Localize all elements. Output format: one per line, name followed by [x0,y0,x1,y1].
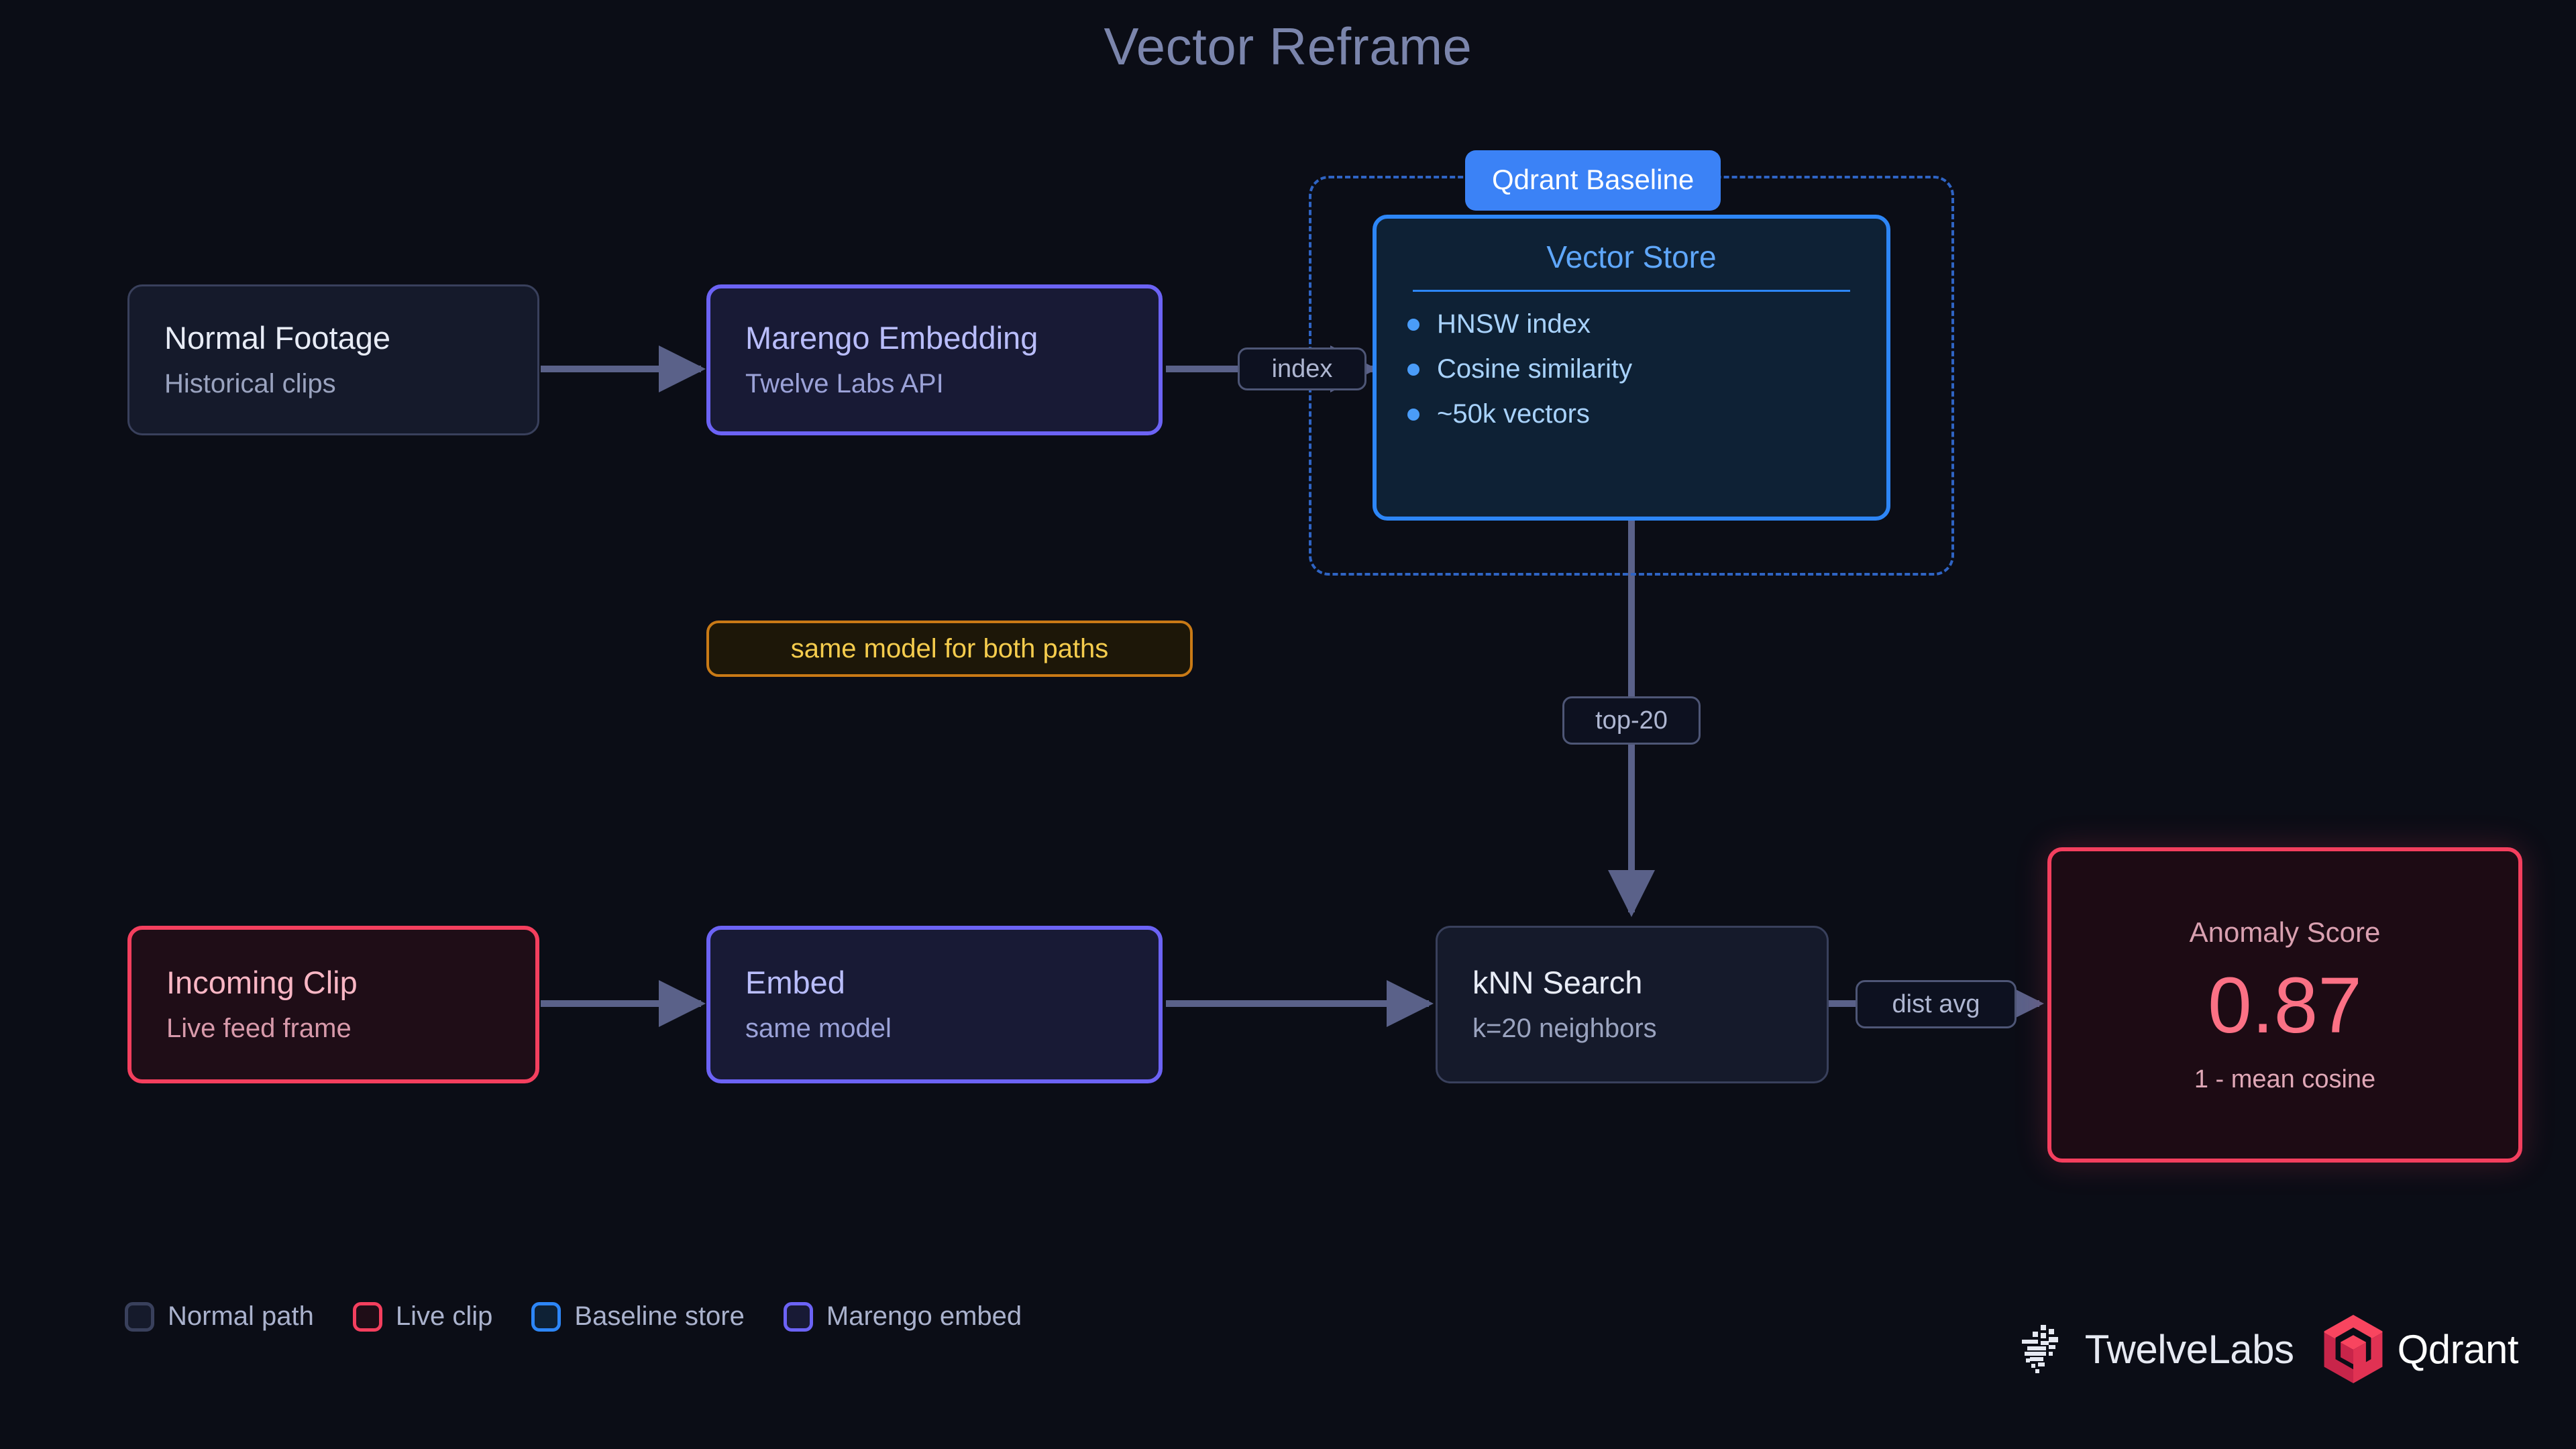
legend-item-normal-path: Normal path [125,1301,314,1332]
anomaly-score-card: Anomaly Score 0.87 1 - mean cosine [2047,847,2522,1163]
legend-swatch-icon [125,1301,154,1332]
vector-store-item-label: HNSW index [1437,309,1591,339]
legend-label: Baseline store [574,1301,745,1331]
bullet-icon [1407,363,1419,376]
vector-store-item-label: Cosine similarity [1437,354,1633,384]
qdrant-logo-icon [2324,1315,2383,1383]
legend: Normal path Live clip Baseline store Mar… [125,1301,1022,1332]
node-knn-search[interactable]: kNN Search k=20 neighbors [1436,926,1829,1083]
vector-store-card: Vector Store HNSW index Cosine similarit… [1373,215,1890,521]
legend-label: Marengo embed [826,1301,1022,1331]
page-title: Vector Reframe [1104,17,1472,76]
vector-store-title: Vector Store [1546,239,1717,274]
brand-logos: TwelveLabs Qdrant [2014,1315,2519,1383]
legend-label: Normal path [168,1301,314,1331]
legend-item-marengo-embed: Marengo embed [783,1301,1022,1332]
legend-item-baseline-store: Baseline store [531,1301,745,1332]
edge-label-dist-avg: dist avg [1856,980,2017,1028]
anomaly-score-label: Anomaly Score [2189,916,2381,948]
node-marengo-embedding[interactable]: Marengo Embedding Twelve Labs API [706,284,1163,435]
node-subtitle: Historical clips [164,368,336,398]
brand-twelvelabs: TwelveLabs [2014,1320,2294,1379]
node-embed[interactable]: Embed same model [706,926,1163,1083]
vector-store-divider [1413,290,1850,292]
note-same-model: same model for both paths [706,621,1193,677]
edge-label-top-20: top-20 [1562,696,1701,745]
node-normal-footage[interactable]: Normal Footage Historical clips [127,284,539,435]
anomaly-score-value: 0.87 [2208,961,2362,1050]
node-title: Incoming Clip [166,965,358,1001]
anomaly-score-formula: 1 - mean cosine [2194,1065,2376,1093]
node-title: kNN Search [1472,965,1643,1001]
twelvelabs-logo-icon [2021,1325,2058,1373]
legend-item-live-clip: Live clip [352,1301,493,1332]
node-title: Embed [745,965,845,1001]
vector-store-item: ~50k vectors [1407,399,1856,429]
node-subtitle: Live feed frame [166,1013,352,1043]
legend-swatch-icon [531,1301,561,1332]
legend-swatch-icon [783,1301,813,1332]
edge-label-index: index [1238,347,1366,390]
vector-store-item: Cosine similarity [1407,354,1856,384]
node-subtitle: Twelve Labs API [745,368,944,398]
vector-store-item-label: ~50k vectors [1437,399,1590,429]
bullet-icon [1407,408,1419,421]
node-incoming-clip[interactable]: Incoming Clip Live feed frame [127,926,539,1083]
brand-label-qdrant: Qdrant [2397,1326,2519,1372]
bullet-icon [1407,318,1419,331]
node-title: Normal Footage [164,320,390,356]
legend-label: Live clip [395,1301,493,1331]
node-subtitle: k=20 neighbors [1472,1013,1657,1043]
brand-qdrant: Qdrant [2321,1315,2519,1383]
legend-swatch-icon [352,1301,382,1332]
cluster-badge-qdrant-baseline: Qdrant Baseline [1465,150,1721,211]
vector-store-item: HNSW index [1407,309,1856,339]
node-title: Marengo Embedding [745,320,1038,356]
brand-label-twelvelabs: TwelveLabs [2084,1326,2294,1372]
node-subtitle: same model [745,1013,892,1043]
